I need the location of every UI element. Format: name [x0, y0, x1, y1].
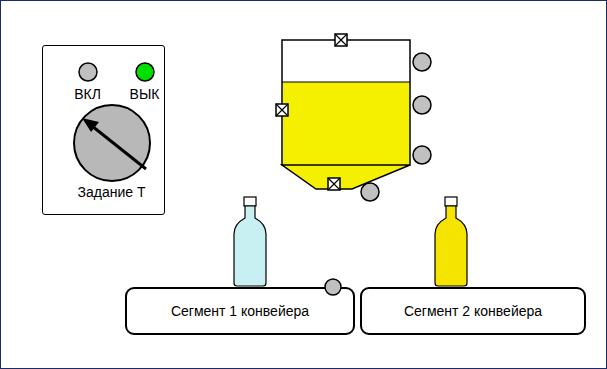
level-sensor: [413, 146, 431, 164]
valve: [328, 178, 340, 190]
dial-pointer: [92, 126, 146, 169]
segment-label: Сегмент 1 конвейера: [171, 303, 309, 319]
valve: [335, 34, 347, 46]
tank-body: [282, 40, 410, 165]
segment-label: Сегмент 2 конвейера: [404, 303, 542, 319]
filled-bottle: [435, 197, 467, 286]
panel-label: ВКЛ: [74, 86, 101, 102]
level-sensor: [413, 96, 431, 114]
on-lamp: [79, 63, 97, 81]
temperature-dial: [74, 105, 150, 181]
valve-sensor: [361, 183, 379, 201]
level-sensor: [413, 53, 431, 71]
dial-pointer-head: [82, 118, 99, 132]
tank-liquid: [283, 82, 409, 165]
control-panel: ВКЛ ВЫК Задание Т: [42, 45, 165, 215]
conveyor-segment: Сегмент 2 конвейера: [360, 287, 586, 335]
empty-bottle: [234, 197, 266, 286]
valve: [276, 104, 288, 116]
liquid-level: [282, 82, 410, 83]
conveyor-segment: Сегмент 1 конвейера: [125, 287, 355, 335]
tank-cone: [282, 165, 410, 189]
panel-label: ВЫК: [130, 86, 160, 102]
panel-label: Задание Т: [78, 184, 146, 200]
off-lamp: [136, 63, 154, 81]
